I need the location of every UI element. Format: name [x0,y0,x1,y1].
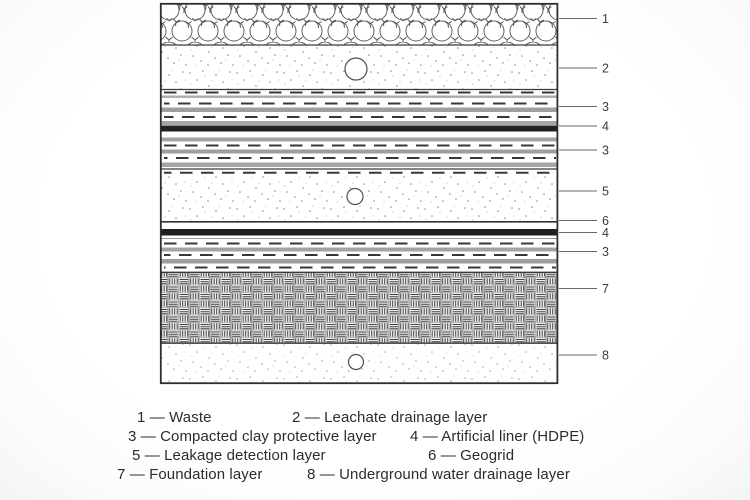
legend-item-compacted-clay: 3 — Compacted clay protective layer [128,428,377,445]
layer-underground-drainage [161,344,557,383]
leader-number-1: 1 [602,12,609,26]
leader-number-3c: 3 [602,245,609,259]
legend-item-foundation: 7 — Foundation layer [117,466,263,483]
leader-number-2: 2 [602,62,609,76]
layer-hdpe-liner-lower [161,229,557,239]
legend-item-waste: 1 — Waste [137,409,212,426]
drainage-pipe-icon [344,57,368,81]
legend-item-underground-drainage: 8 — Underground water drainage layer [307,466,570,483]
liner-cross-section-diagram: 1 2 3 4 3 5 6 4 3 7 8 [159,2,609,385]
leader-number-4b: 4 [602,226,609,240]
leader-number-4a: 4 [602,120,609,134]
legend-item-geogrid: 6 — Geogrid [428,447,515,464]
leader-numbers: 1 2 3 4 3 5 6 4 3 7 8 [602,12,609,363]
layer-leakage-detection [161,176,557,221]
underground-pipe-icon [347,353,365,371]
leader-number-7: 7 [602,282,609,296]
layer-clay-upper [161,91,557,125]
layer-clay-lower [161,242,557,269]
layer-leachate-drainage [160,45,558,91]
leader-number-6: 6 [602,214,609,228]
layer-hdpe-liner-upper [161,125,557,132]
leader-lines [559,18,597,356]
leader-number-8: 8 [602,349,609,363]
leader-number-5: 5 [602,185,609,199]
legend-item-artificial-liner: 4 — Artificial liner (HDPE) [410,428,585,445]
leader-number-3b: 3 [602,144,609,158]
layer-foundation [160,271,558,344]
legend-item-leakage-detection: 5 — Leakage detection layer [132,447,326,464]
layer-waste [160,4,558,46]
detection-pipe-icon [346,187,364,206]
diagram-border [159,2,559,385]
leader-number-3a: 3 [602,100,609,114]
layer-clay-middle [160,137,558,174]
legend-item-leachate-drainage: 2 — Leachate drainage layer [292,409,488,426]
